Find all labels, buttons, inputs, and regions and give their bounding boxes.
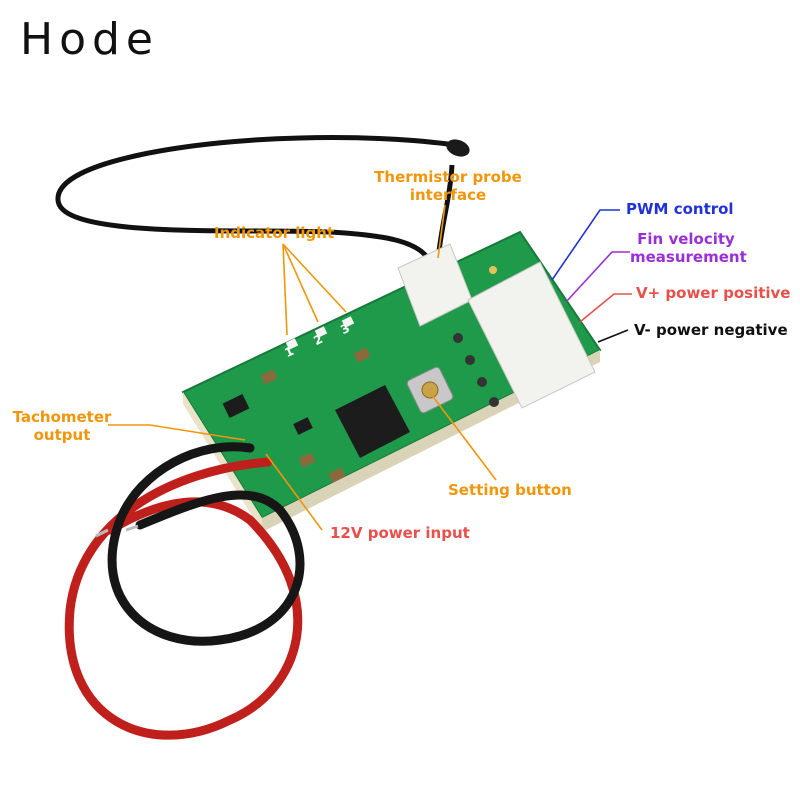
indicator-light-label: Indicator light [214,224,335,242]
vminus-leader [597,329,629,343]
setting-button-knob [421,381,439,399]
indicator-leader-3 [282,243,347,313]
power-input-leader [265,453,323,531]
tachometer-label: Tachometer output [12,408,112,444]
power-wire-black [107,442,305,646]
power-wire-red [64,457,303,740]
fin-velocity-line2: measurement [630,248,747,266]
pcb-board [181,230,602,532]
setting-button-label: Setting button [448,481,572,499]
v-minus-label: V- power negative [634,321,788,339]
fin-leader [565,251,630,303]
vplus-leader [579,293,632,323]
v-plus-label: V+ power positive [636,284,791,302]
fin-velocity-label: Fin velocity measurement [630,230,747,266]
pwm-control-label: PWM control [626,200,734,218]
thermistor-bead [446,139,470,157]
tachometer-leader [108,424,246,441]
brand-logo: Hode [20,14,160,65]
thermistor-wire [55,134,458,265]
thermistor-label-line1: Thermistor probe [374,168,522,186]
setting-leader [430,393,497,481]
fin-velocity-line1: Fin velocity [637,230,735,248]
thermistor-label: Thermistor probe interface [372,168,524,204]
indicator-leader-2 [282,243,319,323]
power-input-label: 12V power input [330,524,470,542]
tachometer-line2: output [33,426,91,444]
tachometer-line1: Tachometer [12,408,112,426]
thermistor-leader [437,204,446,259]
indicator-leader-1 [282,243,288,336]
thermistor-label-line2: interface [409,186,487,204]
pwm-leader [551,209,620,281]
